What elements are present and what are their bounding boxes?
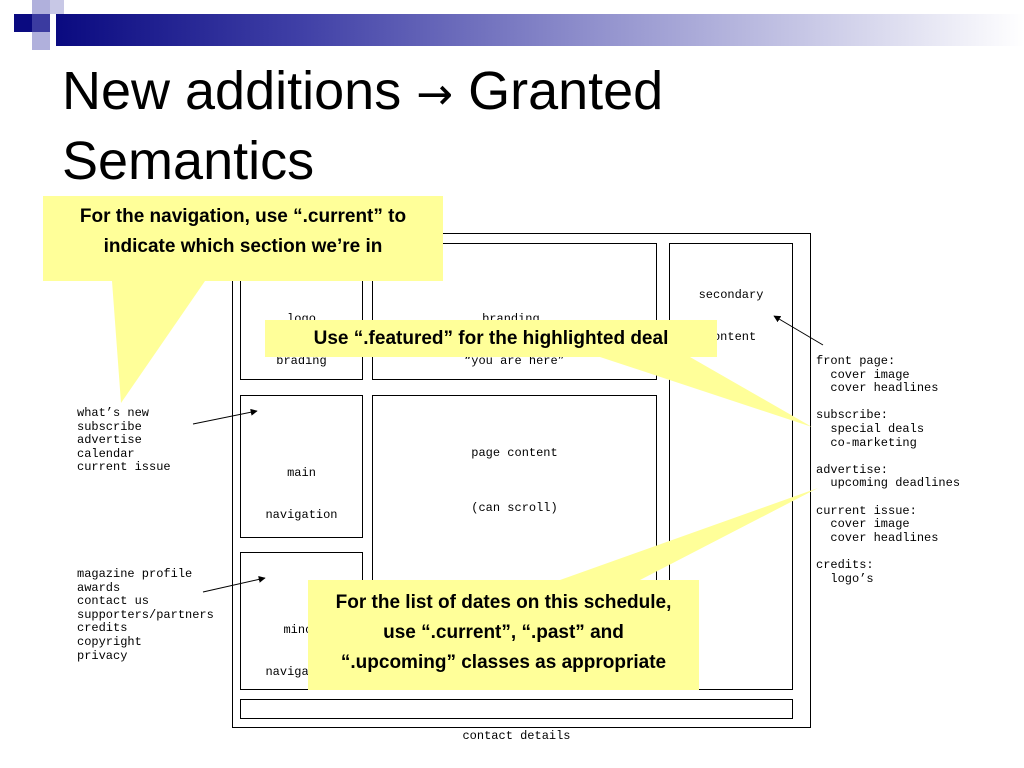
wireframe-main-nav-box: main navigation — [240, 395, 363, 538]
arrow-secondary — [773, 315, 824, 346]
page-content-label: page content — [471, 446, 558, 460]
secondary-content-list: front page: cover image cover headlines … — [816, 354, 961, 586]
contact-label: contact details — [462, 729, 571, 743]
page-content-sublabel: (can scroll) — [471, 501, 558, 515]
callout-featured-text: Use “.featured” for the highlighted deal — [313, 328, 669, 349]
wireframe-secondary-box: secondary content — [669, 243, 793, 690]
header-gradient-bar — [56, 14, 1024, 46]
callout-featured: Use “.featured” for the highlighted deal — [265, 320, 717, 357]
callout-dates: For the list of dates on this schedule, … — [308, 580, 699, 690]
corner-square-light — [32, 32, 50, 50]
secondary-sublabel: content — [705, 330, 757, 344]
corner-square-dark — [14, 14, 32, 32]
callout-dates-text: For the list of dates on this schedule, … — [335, 592, 672, 673]
branding-sublabel: “you are here” — [464, 354, 565, 368]
callout-navigation-text: For the navigation, use “.current” to in… — [79, 206, 407, 257]
main-nav-item-list: what’s new subscribe advertise calendar … — [77, 406, 171, 475]
callout-tail-featured — [600, 357, 812, 427]
minor-nav-item-list: magazine profile awards contact us suppo… — [77, 567, 214, 663]
callout-navigation: For the navigation, use “.current” to in… — [43, 196, 443, 281]
arrow-right-icon: → — [416, 69, 454, 120]
title-text-1: New additions — [62, 61, 402, 121]
arrow-minor-nav — [202, 575, 266, 593]
callout-tail-dates — [560, 488, 818, 580]
arrow-main-nav — [192, 408, 258, 425]
logo-sublabel: brading — [276, 354, 327, 368]
wireframe-contact-box: contact details — [240, 699, 793, 743]
wireframe-frame — [232, 233, 811, 728]
title-text-3: Semantics — [62, 131, 315, 191]
title-text-2: Granted — [468, 61, 664, 121]
callout-tail-navigation — [112, 281, 205, 403]
corner-square-light — [32, 0, 50, 14]
corner-square-light — [50, 0, 64, 14]
corner-square-blue — [32, 14, 50, 32]
main-nav-label: main — [287, 466, 316, 480]
secondary-label: secondary — [698, 288, 764, 302]
main-nav-sublabel: navigation — [265, 508, 338, 522]
slide-title: New additions → Granted Semantics — [62, 58, 962, 195]
